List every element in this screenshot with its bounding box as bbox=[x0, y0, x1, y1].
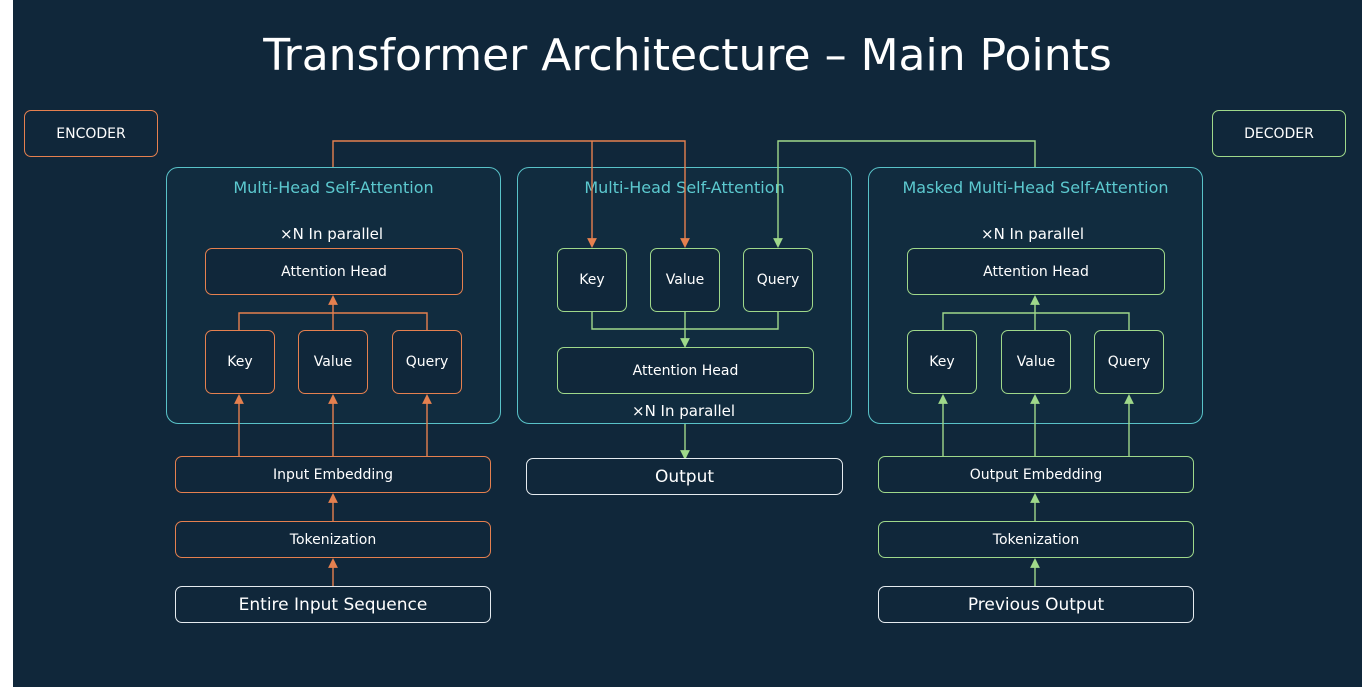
decoder-tag: DECODER bbox=[1212, 110, 1346, 157]
middle-query-box: Query bbox=[743, 248, 813, 312]
encoder-key-box: Key bbox=[205, 330, 275, 394]
middle-parallel-note: ×N In parallel bbox=[632, 402, 736, 420]
decoder-parallel-note: ×N In parallel bbox=[981, 225, 1085, 243]
decoder-panel-title: Masked Multi-Head Self-Attention bbox=[902, 178, 1169, 197]
diagram-canvas: Transformer Architecture – Main Points E… bbox=[13, 0, 1362, 687]
decoder-attention-head: Attention Head bbox=[907, 248, 1165, 295]
decoder-tokenization-box: Tokenization bbox=[878, 521, 1194, 558]
connector-lines bbox=[234, 140, 1134, 586]
encoder-query-box: Query bbox=[392, 330, 462, 394]
decoder-value-box: Value bbox=[1001, 330, 1071, 394]
middle-value-box: Value bbox=[650, 248, 720, 312]
page-title: Transformer Architecture – Main Points bbox=[263, 30, 1112, 81]
encoder-tag: ENCODER bbox=[24, 110, 158, 157]
decoder-input-box: Previous Output bbox=[878, 586, 1194, 623]
decoder-embedding-box: Output Embedding bbox=[878, 456, 1194, 493]
encoder-panel-title: Multi-Head Self-Attention bbox=[233, 178, 434, 197]
encoder-parallel-note: ×N In parallel bbox=[280, 225, 384, 243]
encoder-attention-head: Attention Head bbox=[205, 248, 463, 295]
encoder-tokenization-box: Tokenization bbox=[175, 521, 491, 558]
output-box: Output bbox=[526, 458, 843, 495]
encoder-input-box: Entire Input Sequence bbox=[175, 586, 491, 623]
decoder-key-box: Key bbox=[907, 330, 977, 394]
middle-key-box: Key bbox=[557, 248, 627, 312]
decoder-query-box: Query bbox=[1094, 330, 1164, 394]
middle-attention-head: Attention Head bbox=[557, 347, 814, 394]
encoder-value-box: Value bbox=[298, 330, 368, 394]
encoder-embedding-box: Input Embedding bbox=[175, 456, 491, 493]
